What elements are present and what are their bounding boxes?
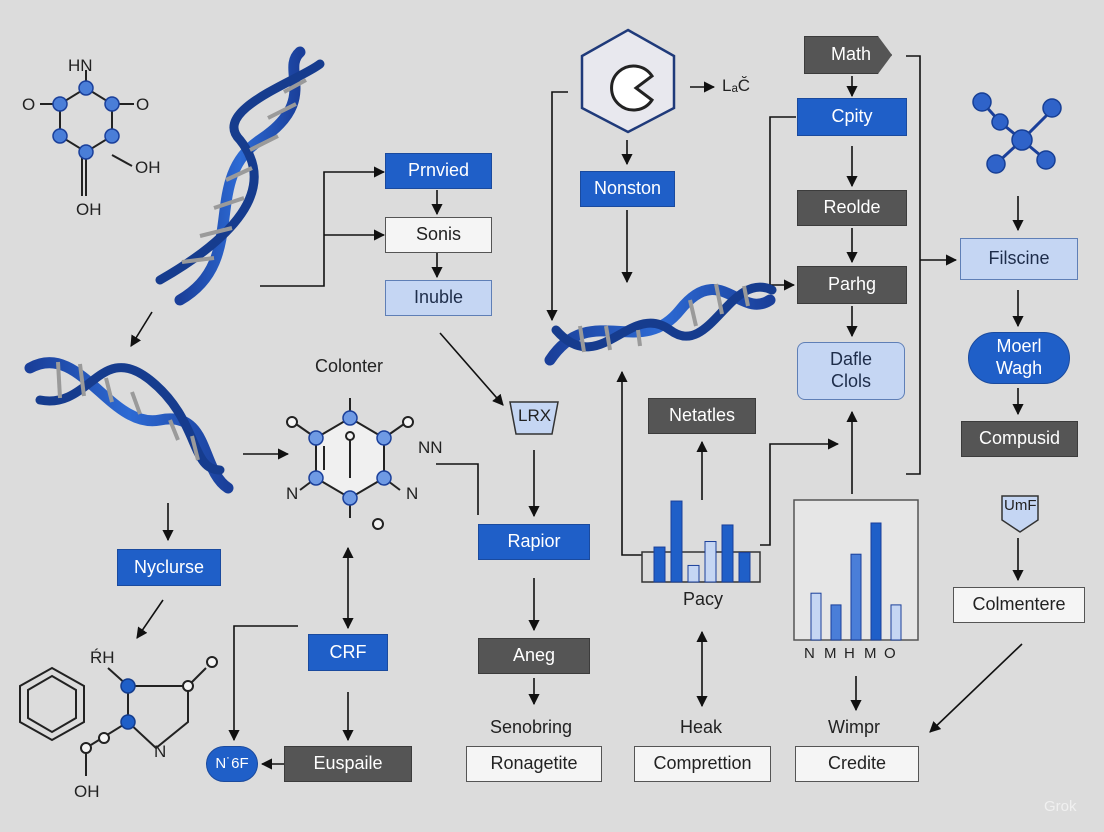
node-filscine: Filscine [960, 238, 1078, 280]
chart1-plot [653, 500, 751, 583]
chart1-bar [687, 564, 700, 583]
node-math: Math [804, 36, 892, 74]
node-comprettion: Comprettion [634, 746, 771, 782]
chart2-bar [810, 592, 822, 641]
molecule-center-o-atoms [286, 416, 414, 530]
label-oh-bottom: OH [76, 200, 102, 219]
chart2-plot [810, 522, 902, 641]
chart1-bar [670, 500, 683, 583]
label-heak: Heak [680, 717, 723, 737]
chart2-bar [830, 604, 842, 641]
chart1-frame [641, 551, 761, 583]
chart2-tick-label: M [824, 645, 837, 662]
lrx-shape [509, 401, 559, 435]
node-credite: Credite [795, 746, 919, 782]
chart1-bar [738, 552, 751, 583]
node-rapior: Rapior [478, 524, 590, 560]
label-hexagon: LₐC̆ [722, 76, 751, 95]
chart2-tick-label: M [864, 645, 877, 662]
chart2-tick-label: O [884, 645, 896, 662]
connector-cpity-to-parhg [769, 116, 796, 291]
label-n-center-right: N [406, 484, 419, 503]
umf-shield [1001, 495, 1039, 533]
chart2-bar [850, 553, 862, 641]
molecule-bottom-left-icon [19, 666, 207, 776]
label-o-right: O [136, 95, 150, 114]
node-cpity: Cpity [797, 98, 907, 136]
node-parhg: Parhg [797, 266, 907, 304]
label-o-left: O [22, 95, 36, 114]
connector-chart1-to-chart2 [760, 438, 840, 546]
label-n-center-left: N [286, 484, 299, 503]
node-prnvied: Prnvied [385, 153, 492, 189]
dna-helix-2-icon [24, 357, 234, 494]
chart2-tick-label: H [844, 645, 855, 662]
molecule-center-atoms [308, 410, 392, 506]
arrow-dna1-to-dna2 [130, 311, 153, 347]
molecule-bottom-left-atoms [120, 678, 136, 730]
node-reolde: Reolde [797, 190, 907, 226]
label-rh: ŔH [90, 648, 115, 667]
node-sonis: Sonis [385, 217, 492, 253]
node-aneg: Aneg [478, 638, 590, 674]
hexagon-icon [580, 28, 676, 134]
node-euspaile: Euspaile [284, 746, 412, 782]
arrow-nyclurse-to-molecule [136, 599, 164, 639]
node-netatles: Netatles [648, 398, 756, 434]
connector-nn-to-rapior [436, 463, 479, 515]
node-compusid: Compusid [961, 421, 1078, 457]
chart2-tick-label: N [804, 645, 815, 662]
label-umf: UmF [1004, 497, 1037, 514]
label-lrx: LRX [518, 406, 552, 425]
node-nyclurse: Nyclurse [117, 549, 221, 586]
connector-crf-to-n6f [228, 625, 298, 742]
connector-left-bracket [546, 91, 568, 322]
node-ronagetite: Ronagetite [466, 746, 602, 782]
label-pacy: Pacy [683, 589, 724, 609]
arrow-colmentere-to-credite [929, 643, 1023, 733]
label-n-bottom: N [154, 742, 167, 761]
arrow-inuble-to-lrx [439, 332, 504, 406]
connector-dna1-bracket [260, 166, 386, 287]
node-n6f: N˙6F [206, 746, 258, 782]
connector-chart1-left [616, 370, 642, 556]
label-senobring: Senobring [490, 717, 573, 737]
label-nn: NN [418, 438, 443, 457]
node-crf: CRF [308, 634, 388, 671]
chart1-bar [653, 546, 666, 583]
molecule-top-left-atoms [52, 80, 120, 160]
molecule-bottom-left-o-atoms [80, 656, 218, 754]
label-wimpr: Wimpr [828, 717, 880, 737]
bracket-right [906, 55, 921, 475]
chart2-bar [870, 522, 882, 641]
dna-helix-1-icon [155, 46, 325, 306]
chart1-bar [704, 541, 717, 583]
molecule-right-atoms [972, 92, 1062, 174]
node-nonston: Nonston [580, 171, 675, 207]
chart1-bar [721, 524, 734, 583]
label-oh-bottom-left: OH [74, 782, 100, 801]
node-colmentere: Colmentere [953, 587, 1085, 623]
label-colonter: Colonter [315, 356, 384, 376]
dna-helix-3-icon [544, 282, 777, 366]
chart2-bar [890, 604, 902, 641]
node-dafle-clols: Dafle Clols [797, 342, 905, 400]
node-inuble: Inuble [385, 280, 492, 316]
watermark-grok: Grok [1044, 798, 1077, 815]
label-oh-right: OH [135, 158, 161, 177]
node-moerl-wagh: Moerl Wagh [968, 332, 1070, 384]
label-hn: HN [68, 56, 93, 75]
